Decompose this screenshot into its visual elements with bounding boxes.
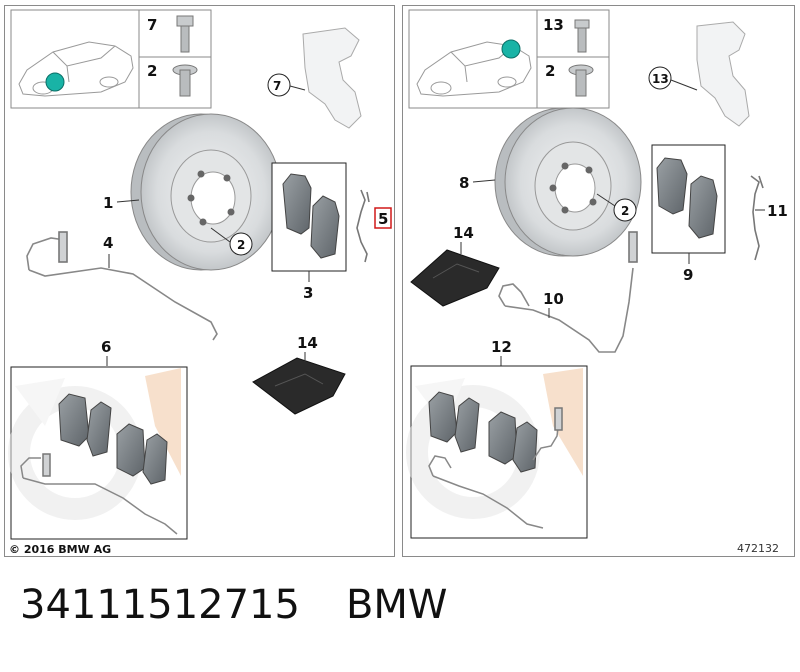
brand-text: BMW: [345, 582, 448, 628]
brake-pad-icon: [282, 173, 340, 259]
front-axle-marker-icon: [45, 72, 65, 92]
spring-clip-icon: [356, 189, 370, 263]
callout-screw: 2: [147, 62, 157, 80]
diagram-id-label: 472132: [737, 542, 779, 555]
car-location-box: 7 2: [10, 9, 212, 109]
car-location-box: 13 2: [408, 9, 610, 109]
kit-sensor-icon: [428, 407, 563, 529]
callout-bolt-circle: 2: [621, 204, 629, 218]
callout-top-bolt: 7: [147, 16, 157, 34]
callout-sensor: 4: [103, 234, 113, 252]
bolt-icon: [176, 15, 194, 53]
callout-clip: 5: [378, 210, 388, 228]
callout-bracket: 7: [273, 79, 281, 93]
grease-pack-icon: [252, 357, 346, 415]
kit-sensor-icon: [20, 453, 178, 535]
callout-kit: 6: [101, 338, 111, 356]
right-diagram-svg: 13 2 13 8: [406, 9, 788, 555]
part-caption: 34111512715 BMW: [20, 582, 447, 628]
bolt-icon: [574, 19, 590, 53]
countersunk-screw-icon: [568, 64, 594, 97]
callout-bracket: 13: [652, 72, 669, 86]
kit-pads-icon: [428, 391, 538, 473]
callout-kit: 12: [491, 338, 512, 356]
callout-sensor: 10: [543, 290, 564, 308]
clip-highlight: [374, 207, 392, 229]
wear-sensor-icon: [498, 231, 638, 353]
callout-disc: 8: [459, 174, 469, 192]
countersunk-screw-icon: [172, 64, 198, 97]
callout-disc: 1: [103, 194, 113, 212]
callout-grease: 14: [453, 224, 474, 242]
part-number-text: 34111512715: [20, 582, 300, 628]
brake-disc-icon: [494, 107, 642, 257]
caliper-bracket-icon: [302, 27, 362, 129]
caliper-bracket-icon: [696, 21, 750, 127]
kit-pads-icon: [58, 393, 168, 485]
callout-pads: 3: [303, 284, 313, 302]
callout-clip: 11: [767, 202, 788, 220]
left-diagram-panel: 7 2 7: [4, 5, 395, 557]
spring-clip-icon: [750, 175, 764, 261]
rear-axle-marker-icon: [501, 39, 521, 59]
grease-pack-icon: [410, 249, 500, 307]
brake-pad-icon: [656, 157, 718, 239]
copyright-label: © 2016 BMW AG: [9, 543, 111, 556]
left-diagram-svg: 7 2 7: [8, 9, 392, 556]
callout-bolt-circle: 2: [237, 238, 245, 252]
right-diagram-panel: 13 2 13 8: [402, 5, 795, 557]
callout-screw: 2: [545, 62, 555, 80]
callout-pads: 9: [683, 266, 693, 284]
brake-disc-icon: [130, 113, 282, 271]
callout-top-bolt: 13: [543, 16, 564, 34]
wear-sensor-icon: [26, 231, 218, 341]
callout-grease: 14: [297, 334, 318, 352]
